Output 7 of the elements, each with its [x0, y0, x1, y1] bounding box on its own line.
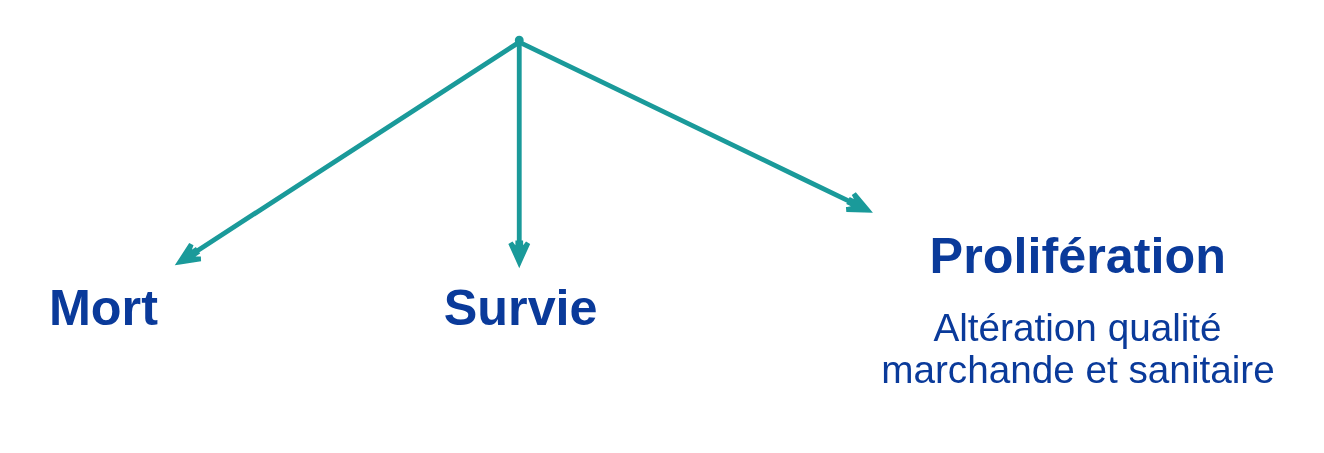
arrow [520, 40, 871, 212]
node-point [514, 35, 524, 45]
node-label: Altération qualité marchande et sanitaire [881, 305, 1275, 391]
node-text: Mort [48, 278, 158, 336]
arrow [177, 40, 519, 265]
node-text: Survie [443, 278, 598, 336]
node-text: Prolifération [929, 226, 1226, 284]
